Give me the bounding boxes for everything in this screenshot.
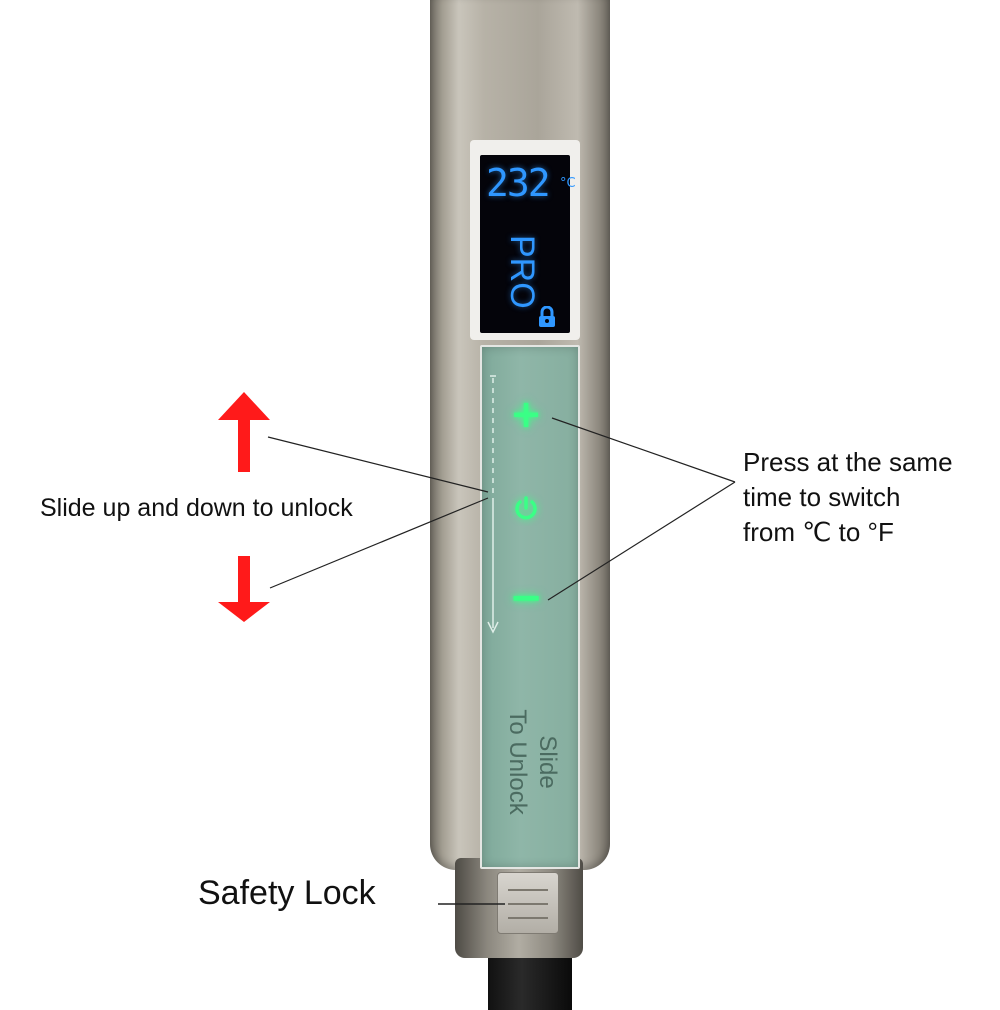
- minus-button[interactable]: −: [509, 575, 543, 621]
- slide-track-arrow[interactable]: [486, 374, 500, 636]
- up-arrow-icon: [218, 392, 270, 472]
- slide-to-unlock-text: Slide To Unlock: [498, 672, 562, 852]
- press-line-2: time to switch: [743, 482, 901, 512]
- slide-text-line1: Slide: [534, 735, 561, 789]
- press-line-3: from ℃ to °F: [743, 517, 894, 547]
- plus-button[interactable]: +: [510, 392, 542, 436]
- temperature-unit: °C: [560, 176, 576, 191]
- power-cord: [488, 950, 572, 1010]
- lock-icon: [539, 306, 555, 327]
- slide-instruction-label: Slide up and down to unlock: [40, 494, 353, 522]
- press-line-1: Press at the same: [743, 447, 953, 477]
- slide-text-line2: To Unlock: [504, 709, 531, 815]
- safety-lock-label: Safety Lock: [198, 874, 376, 912]
- mode-label: PRO: [503, 235, 541, 309]
- press-instruction-label: Press at the same time to switch from ℃ …: [743, 445, 953, 550]
- down-arrow-icon: [218, 556, 270, 622]
- lcd-display: [480, 155, 570, 333]
- power-button[interactable]: [508, 490, 544, 526]
- temperature-readout: 232: [486, 161, 551, 205]
- safety-lock-switch[interactable]: [497, 872, 559, 934]
